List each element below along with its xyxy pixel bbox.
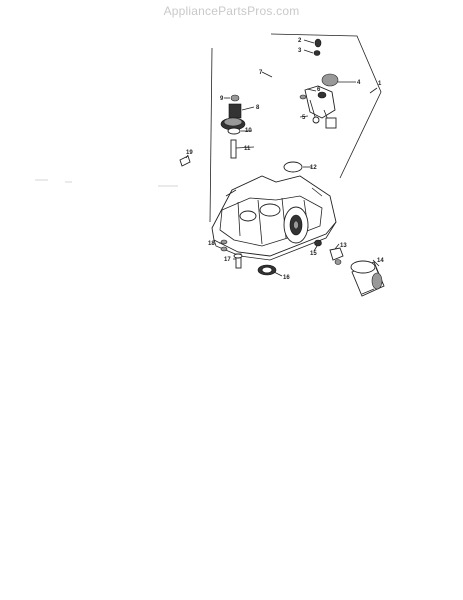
part-label-4: 4 bbox=[357, 80, 361, 86]
part-label-8: 8 bbox=[256, 105, 260, 111]
drain-plug bbox=[314, 239, 322, 247]
part-label-16: 16 bbox=[283, 275, 290, 281]
part-label-17: 17 bbox=[224, 257, 231, 263]
crankcase-housing bbox=[211, 175, 337, 261]
screw-part bbox=[179, 155, 191, 167]
part-label-2: 2 bbox=[298, 38, 302, 44]
group-bracket-top bbox=[270, 33, 382, 179]
oil-filter bbox=[350, 260, 385, 297]
part-label-12: 12 bbox=[310, 165, 317, 171]
part-label-14: 14 bbox=[377, 258, 384, 264]
part-label-11: 11 bbox=[244, 146, 251, 152]
part-label-15: 15 bbox=[310, 251, 317, 257]
oil-fitting bbox=[329, 247, 344, 265]
group-bracket-left bbox=[209, 47, 213, 223]
part-label-1: 1 bbox=[378, 81, 382, 87]
leader-lines bbox=[185, 39, 380, 277]
part-label-6: 6 bbox=[317, 87, 321, 93]
part-label-5: 5 bbox=[302, 115, 306, 121]
part-label-19: 19 bbox=[186, 150, 193, 156]
part-label-10: 10 bbox=[245, 128, 252, 134]
part-label-18: 18 bbox=[208, 241, 215, 247]
bolt-parts bbox=[220, 239, 243, 269]
oil-seal bbox=[257, 264, 277, 276]
o-ring-part bbox=[283, 161, 303, 173]
governor-gear bbox=[283, 206, 309, 244]
part-label-9: 9 bbox=[220, 96, 224, 102]
oil-pump-assembly bbox=[299, 38, 339, 129]
part-label-3: 3 bbox=[298, 48, 302, 54]
part-label-13: 13 bbox=[340, 243, 347, 249]
part-label-7: 7 bbox=[259, 70, 263, 76]
watermark: AppliancePartsPros.com bbox=[163, 4, 300, 18]
gear-part bbox=[220, 94, 246, 159]
